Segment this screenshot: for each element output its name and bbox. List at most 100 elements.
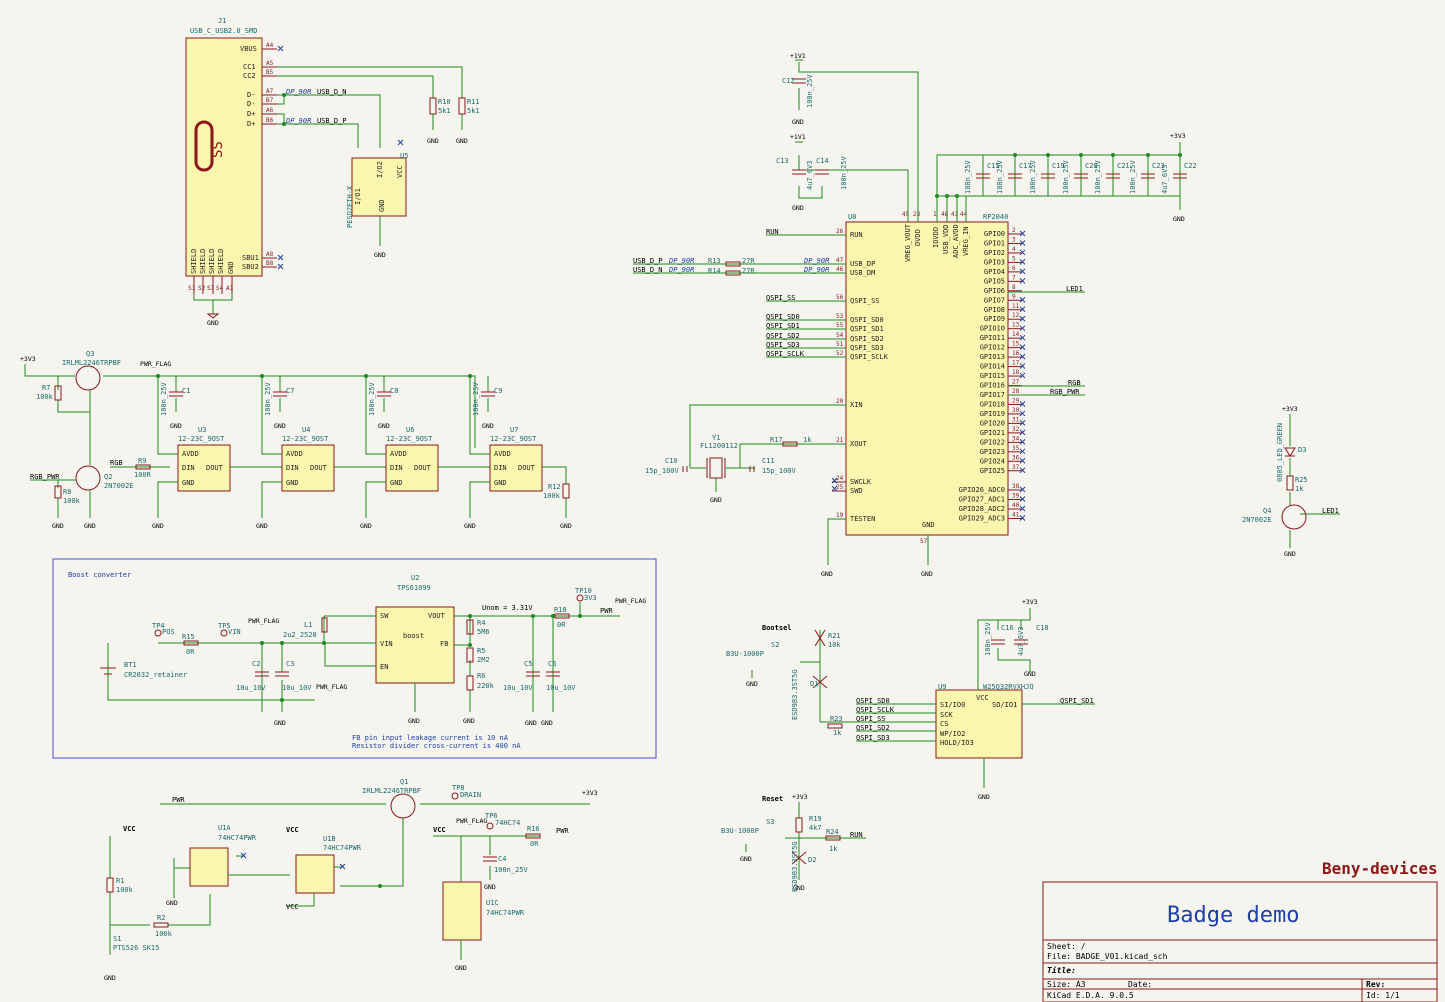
svg-text:5M6: 5M6 xyxy=(477,628,490,636)
svg-text:GND: GND xyxy=(456,137,468,145)
svg-text:GND: GND xyxy=(1173,215,1185,223)
mcu-gpio-label: GPIO25 xyxy=(980,467,1005,475)
flipflop-u1b[interactable]: VCC U1B 74HC74PWR VCC xyxy=(286,826,382,911)
svg-text:B8: B8 xyxy=(266,260,274,267)
mcu-gpio-number: 6 xyxy=(1012,265,1016,272)
svg-text:48: 48 xyxy=(941,211,949,218)
led-value: 12-23C_9OST xyxy=(282,435,329,443)
svg-text:57: 57 xyxy=(920,538,928,545)
mcu-gpio-label: GPIO14 xyxy=(980,363,1005,371)
battery-bt1[interactable]: BT1 CR2032_retainer xyxy=(100,661,187,679)
svg-text:U2: U2 xyxy=(411,574,419,582)
svg-text:RGB: RGB xyxy=(110,459,123,467)
svg-text:QSPI_SCLK: QSPI_SCLK xyxy=(856,706,895,714)
svg-text:2N7002E: 2N7002E xyxy=(1242,516,1272,524)
svg-text:R12: R12 xyxy=(548,483,561,491)
mcu-pin-number: 52 xyxy=(836,350,844,357)
flipflop-u1c[interactable]: U1C 74HC74PWR VCC GND GND PWR_FLAG TP674… xyxy=(433,812,569,972)
cap-ref: C17 xyxy=(1019,162,1032,170)
svg-text:+3V3: +3V3 xyxy=(792,793,808,801)
svg-text:PESD2ETH-X: PESD2ETH-X xyxy=(346,185,354,228)
svg-text:SI/IO0: SI/IO0 xyxy=(940,701,965,709)
svg-text:5k1: 5k1 xyxy=(467,107,480,115)
j1-no-connect-marks xyxy=(277,45,284,270)
mcu-top-pins: VREG_VOUT DVDD IOVDD USB_VDD ADC_AVDD VR… xyxy=(902,211,970,262)
svg-text:KiCad E.D.A. 9.0.5: KiCad E.D.A. 9.0.5 xyxy=(1047,991,1134,1000)
svg-text:CC2: CC2 xyxy=(243,72,256,80)
mcu-pin-label: SWCLK xyxy=(850,478,872,486)
mcu-gpio-label: GPIO21 xyxy=(980,429,1005,437)
led-pin-label: DOUT xyxy=(414,464,432,472)
mcu-rp2040-u8[interactable]: U8 RP2040 RUN26USB_DP47USB_DM46QSPI_SS56… xyxy=(832,211,1026,578)
flash-u9[interactable]: U9 W25Q32RVXHJQ SI/IO0 SCK CS WP/IO2 HOL… xyxy=(935,683,1034,759)
svg-text:R18: R18 xyxy=(554,606,567,614)
gnd-symbol-j1: GND xyxy=(206,313,220,327)
svg-text:PTS526 SK15: PTS526 SK15 xyxy=(113,944,159,952)
led-pin-label: DOUT xyxy=(206,464,224,472)
mcu-pin-number: 56 xyxy=(836,294,844,301)
cap-c10: C10 15p_100V xyxy=(645,457,688,475)
power-symbol-1v1-mid: +1V1 xyxy=(790,133,806,143)
svg-text:74HC74PWR: 74HC74PWR xyxy=(323,844,362,852)
esd-array-u5[interactable]: U5 I/O1 I/O2 VCC GND PESD2ETH-X GND xyxy=(346,139,408,259)
mcu-pin-number: 21 xyxy=(836,437,844,444)
led-value: 12-23C_9OST xyxy=(386,435,433,443)
svg-text:GND: GND xyxy=(792,204,804,212)
svg-text:R14: R14 xyxy=(708,267,721,275)
svg-text:R23: R23 xyxy=(830,715,843,723)
svg-text:PWR_FLAG: PWR_FLAG xyxy=(456,817,487,825)
j1-value: USB_C_USB2.0_SMD xyxy=(190,27,257,35)
svg-text:R10: R10 xyxy=(438,98,451,106)
boost-ic-u2[interactable]: U2 TPS61099 SW VIN EN VOUT FB boost GND xyxy=(375,574,455,725)
flipflop-u1a[interactable]: U1A 74HC74PWR xyxy=(189,824,290,887)
svg-text:44: 44 xyxy=(960,211,968,218)
mcu-gpio-number: 2 xyxy=(1012,227,1016,234)
svg-text:+3V3: +3V3 xyxy=(20,355,36,363)
svg-text:0805_LED_GREEN: 0805_LED_GREEN xyxy=(1276,423,1284,482)
svg-text:C14: C14 xyxy=(816,157,829,165)
svg-text:DP_90R: DP_90R xyxy=(803,266,829,274)
mcu-gpio-number: 35 xyxy=(1012,445,1020,452)
cap-value: 100n_25V xyxy=(1129,159,1137,194)
mcu-gpio-label: GPIO12 xyxy=(980,344,1005,352)
svg-text:SHIELD: SHIELD xyxy=(217,249,225,274)
svg-text:GND: GND xyxy=(408,717,420,725)
svg-text:CC1: CC1 xyxy=(243,63,256,71)
svg-text:Size: A3: Size: A3 xyxy=(1047,980,1086,989)
svg-text:A4: A4 xyxy=(266,42,274,49)
mcu-gpio-number: 4 xyxy=(1012,246,1016,253)
svg-text:100k: 100k xyxy=(63,497,81,505)
svg-text:R4: R4 xyxy=(477,619,485,627)
cap-value: 4u7_6V3 xyxy=(1161,164,1169,194)
mcu-gpio-label: GPIO17 xyxy=(980,391,1005,399)
mcu-gpio-number: 5 xyxy=(1012,255,1016,262)
led-value: 12-23C_9OST xyxy=(178,435,225,443)
cap-ref: C21 xyxy=(1117,162,1130,170)
svg-text:VCC: VCC xyxy=(123,825,136,833)
svg-text:C10: C10 xyxy=(665,457,678,465)
svg-text:R15: R15 xyxy=(182,633,195,641)
svg-text:GND: GND xyxy=(274,719,286,727)
svg-text:23: 23 xyxy=(913,211,921,218)
mcu-gpio-label: GPIO8 xyxy=(984,306,1005,314)
svg-text:QSPI_SD0: QSPI_SD0 xyxy=(856,697,890,705)
svg-text:GND: GND xyxy=(560,522,572,530)
svg-text:PWR: PWR xyxy=(172,796,185,804)
svg-text:15p_100V: 15p_100V xyxy=(645,467,680,475)
mcu-pin-label: USB_DM xyxy=(850,269,875,277)
svg-text:R24: R24 xyxy=(826,828,839,836)
cap-value: 100n_25V xyxy=(368,381,376,416)
